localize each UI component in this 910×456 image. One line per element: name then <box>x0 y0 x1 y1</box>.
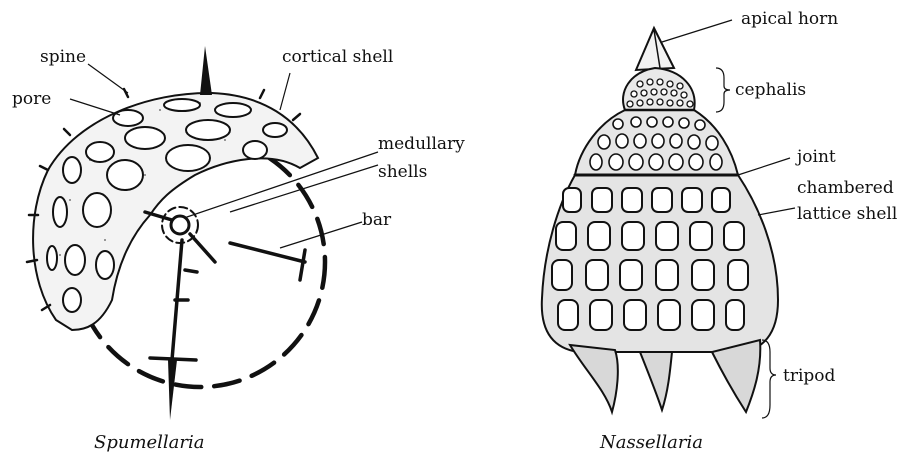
caption-nassellaria: Nassellaria <box>599 432 703 453</box>
label-tripod: tripod <box>783 366 836 386</box>
label-spine: spine <box>40 47 86 67</box>
label-pore: pore <box>12 89 51 109</box>
label-shells: shells <box>378 162 427 182</box>
main-spine <box>200 46 212 95</box>
bottom-spine <box>168 360 177 420</box>
label-chambered: chambered <box>797 178 894 198</box>
radial-bars <box>145 212 305 360</box>
label-apical-horn: apical horn <box>741 9 838 29</box>
label-cortical-shell: cortical shell <box>282 47 393 67</box>
label-cephalis: cephalis <box>735 80 806 100</box>
spumellaria-figure: spine pore cortical shell medullary shel… <box>12 46 465 453</box>
label-medullary: medullary <box>378 134 465 154</box>
label-bar: bar <box>362 210 392 230</box>
inner-medullary-sphere <box>171 216 189 234</box>
label-joint: joint <box>795 147 836 167</box>
nassellaria-figure: apical horn cephalis joint chambered lat… <box>542 9 897 453</box>
caption-spumellaria: Spumellaria <box>94 432 205 453</box>
label-lattice-shell: lattice shell <box>797 204 897 224</box>
